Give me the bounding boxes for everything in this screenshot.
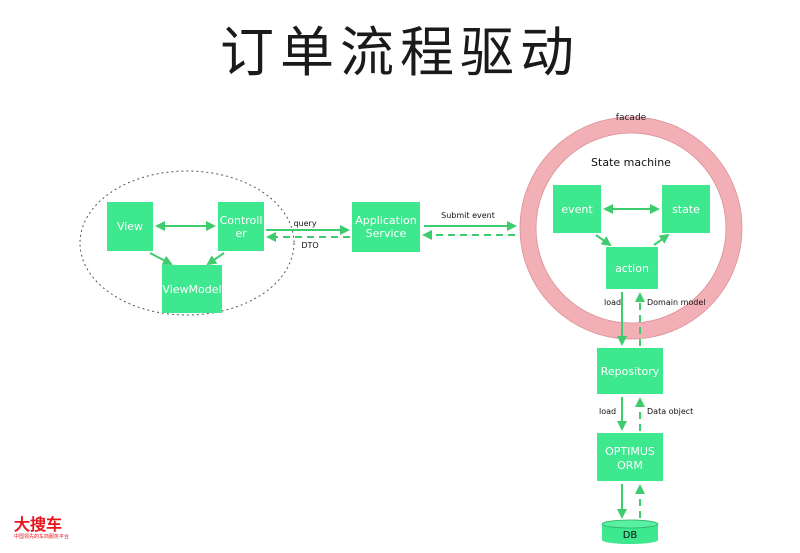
controller-label-line1: Controll	[220, 214, 263, 227]
db-cylinder	[601, 519, 659, 544]
arrow-controller-viewmodel	[206, 252, 225, 266]
application-service-label-line2: Service	[366, 227, 407, 240]
dasouche-logo: 大搜车 中国领先的车商服务平台	[14, 516, 94, 541]
optimus-orm-box	[597, 433, 663, 481]
application-service-box	[352, 202, 420, 252]
domain-model-label: Domain model	[647, 298, 706, 307]
event-box	[553, 185, 601, 233]
action-label: action	[615, 262, 649, 275]
event-label: event	[561, 203, 593, 216]
logo-tagline: 中国领先的车商服务平台	[14, 534, 70, 540]
application-service-label-line1: Application	[355, 214, 416, 227]
data-object-label: Data object	[647, 407, 693, 416]
facade-label: facade	[616, 113, 647, 123]
view-box	[107, 202, 153, 251]
optimus-orm-label-line1: OPTIMUS	[605, 445, 655, 458]
viewmodel-box	[162, 265, 222, 313]
controller-label-line2: er	[235, 227, 247, 240]
arrow-state-action	[653, 233, 670, 246]
page-title: 订单流程驱动	[220, 21, 580, 84]
query-label: query	[293, 219, 316, 228]
viewmodel-label: ViewModel	[162, 283, 221, 296]
mvvm-group-ellipse	[79, 170, 295, 316]
dto-label: DTO	[301, 241, 318, 250]
view-label: View	[117, 220, 143, 233]
state-box	[662, 185, 710, 233]
facade-ring-inner-edge	[535, 132, 727, 324]
db-label: DB	[623, 530, 638, 541]
controller-box	[218, 202, 264, 251]
facade-ring-outer-edge	[519, 116, 743, 340]
state-machine-title: State machine	[591, 156, 671, 169]
arrow-event-action	[595, 234, 612, 247]
action-box	[606, 247, 658, 289]
arrow-view-viewmodel	[149, 252, 173, 265]
load-label-2: load	[599, 407, 616, 416]
repository-box	[597, 348, 663, 394]
optimus-orm-label-line2: ORM	[617, 459, 643, 472]
load-label-1: load	[604, 298, 621, 307]
logo-main-text: 大搜车	[14, 515, 63, 534]
state-label: state	[672, 203, 700, 216]
repository-label: Repository	[601, 365, 660, 378]
submit-event-label: Submit event	[441, 211, 495, 220]
facade-ring	[520, 117, 742, 339]
